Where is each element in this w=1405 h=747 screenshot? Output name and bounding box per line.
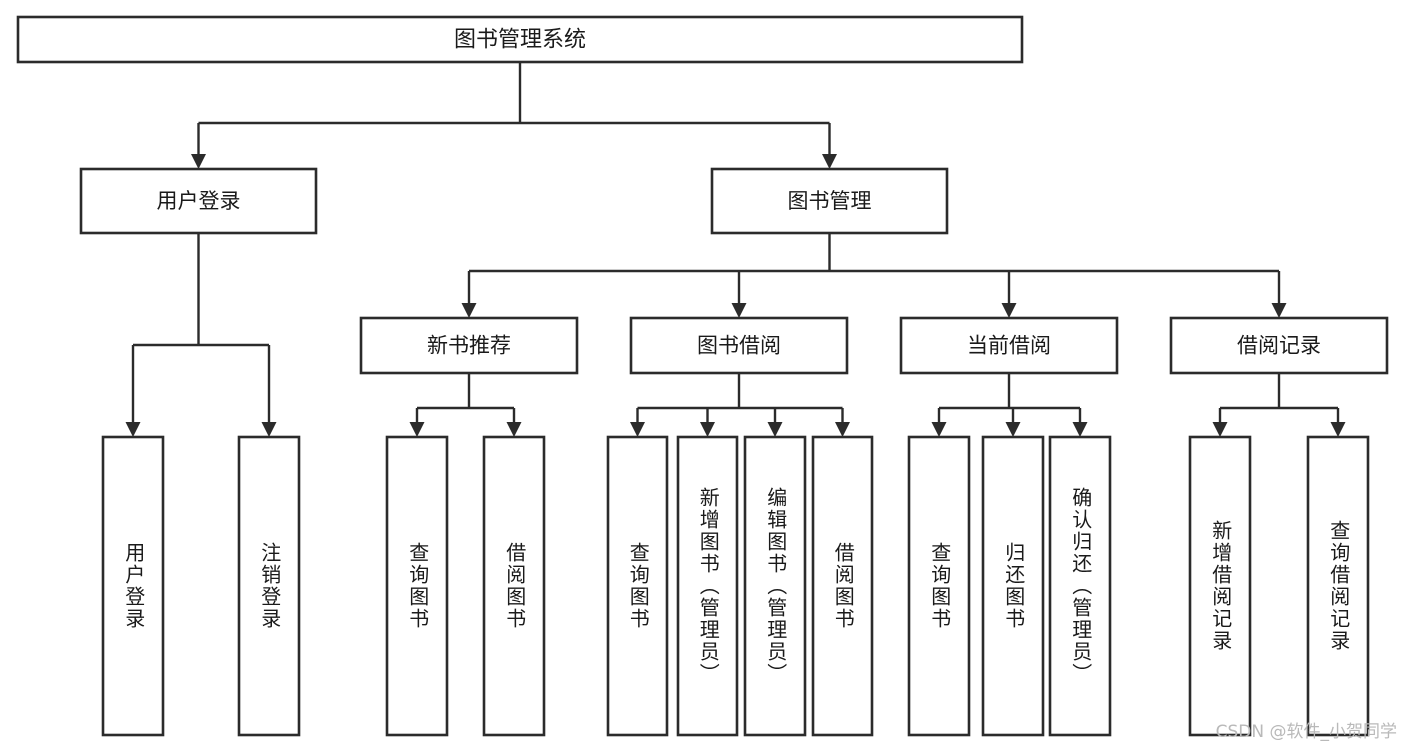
node-leaf-10[interactable]	[1048, 435, 1112, 737]
node-leaf-0-box[interactable]	[101, 435, 165, 737]
l3-1-to-leaves-arrow-3	[835, 422, 850, 437]
l2-books-to-l3-arrow-1	[731, 303, 747, 318]
node-l2-n56fe4e667ba1-box[interactable]	[710, 167, 949, 235]
node-leaf-3-box[interactable]	[482, 435, 546, 737]
l3-1-to-leaves-arrow-1	[700, 422, 715, 437]
node-l2-n75286237767b-box[interactable]	[79, 167, 318, 235]
l2-books-to-l3-arrow-3	[1271, 303, 1287, 318]
node-leaf-7[interactable]	[811, 435, 874, 737]
node-leaf-11[interactable]	[1188, 435, 1252, 737]
l3-0-to-leaves-arrow-0	[409, 422, 425, 437]
l2-books-to-l3-arrow-0	[461, 303, 477, 318]
node-root-n56fe4e667ba1[interactable]: 图书管理系统	[16, 15, 1024, 64]
node-l3-n501f96058bb0-box[interactable]	[1169, 316, 1389, 375]
l3-3-to-leaves-arrow-0	[1212, 422, 1228, 437]
node-l3-n65b04e6663a8-label: 新书推荐	[427, 334, 511, 358]
node-l3-n65b04e6663a8[interactable]: 新书推荐	[359, 316, 579, 375]
node-leaf-6-box[interactable]	[743, 435, 807, 737]
node-l3-n501f96058bb0[interactable]: 借阅记录	[1169, 316, 1389, 375]
node-l3-n56fe4e66501f[interactable]: 图书借阅	[629, 316, 849, 375]
node-leaf-0[interactable]	[101, 435, 165, 737]
connector-layer	[125, 62, 1346, 437]
node-leaf-9[interactable]	[981, 435, 1045, 737]
node-leaf-3[interactable]	[482, 435, 546, 737]
node-leaf-1-box[interactable]	[237, 435, 301, 737]
node-leaf-8[interactable]	[907, 435, 971, 737]
node-root-n56fe4e667ba1-label: 图书管理系统	[454, 28, 586, 53]
l3-2-to-leaves-arrow-1	[1005, 422, 1021, 437]
watermark-text: CSDN @软件_小贺同学	[1215, 722, 1397, 742]
l3-2-to-leaves-arrow-0	[931, 422, 947, 437]
node-l3-n65b04e6663a8-box[interactable]	[359, 316, 579, 375]
l2-login-to-leaves-arrow-1	[261, 422, 277, 437]
l3-1-to-leaves-arrow-0	[630, 422, 645, 437]
node-l3-n5f53524d501f-box[interactable]	[899, 316, 1119, 375]
node-l2-n56fe4e667ba1-label: 图书管理	[788, 189, 872, 213]
l3-1-to-leaves-arrow-2	[767, 422, 783, 437]
node-leaf-4-box[interactable]	[606, 435, 669, 737]
node-root-n56fe4e667ba1-box[interactable]	[16, 15, 1024, 64]
l2-login-to-leaves-arrow-0	[125, 422, 141, 437]
node-leaf-12[interactable]	[1306, 435, 1370, 737]
node-leaf-10-box[interactable]	[1048, 435, 1112, 737]
node-l2-n56fe4e667ba1[interactable]: 图书管理	[710, 167, 949, 235]
node-leaf-11-box[interactable]	[1188, 435, 1252, 737]
node-l3-n56fe4e66501f-label: 图书借阅	[697, 334, 781, 358]
node-leaf-8-box[interactable]	[907, 435, 971, 737]
node-leaf-2-box[interactable]	[385, 435, 449, 737]
node-leaf-1[interactable]	[237, 435, 301, 737]
node-leaf-2[interactable]	[385, 435, 449, 737]
node-leaf-7-box[interactable]	[811, 435, 874, 737]
root-to-l2-arrow-0	[191, 154, 206, 169]
node-leaf-5[interactable]	[676, 435, 739, 737]
node-l3-n5f53524d501f[interactable]: 当前借阅	[899, 316, 1119, 375]
node-l3-n501f96058bb0-label: 借阅记录	[1237, 334, 1321, 358]
node-l2-n75286237767b-label: 用户登录	[157, 189, 241, 213]
node-leaf-6[interactable]	[743, 435, 807, 737]
l2-books-to-l3-arrow-2	[1001, 303, 1017, 318]
l3-3-to-leaves-arrow-1	[1330, 422, 1346, 437]
node-leaf-4[interactable]	[606, 435, 669, 737]
node-l2-n75286237767b[interactable]: 用户登录	[79, 167, 318, 235]
l3-2-to-leaves-arrow-2	[1072, 422, 1088, 437]
node-leaf-9-box[interactable]	[981, 435, 1045, 737]
node-leaf-12-box[interactable]	[1306, 435, 1370, 737]
l3-0-to-leaves-arrow-1	[506, 422, 522, 437]
node-l3-n5f53524d501f-label: 当前借阅	[967, 334, 1051, 358]
node-l3-n56fe4e66501f-box[interactable]	[629, 316, 849, 375]
root-to-l2-arrow-1	[822, 154, 837, 169]
node-leaf-5-box[interactable]	[676, 435, 739, 737]
